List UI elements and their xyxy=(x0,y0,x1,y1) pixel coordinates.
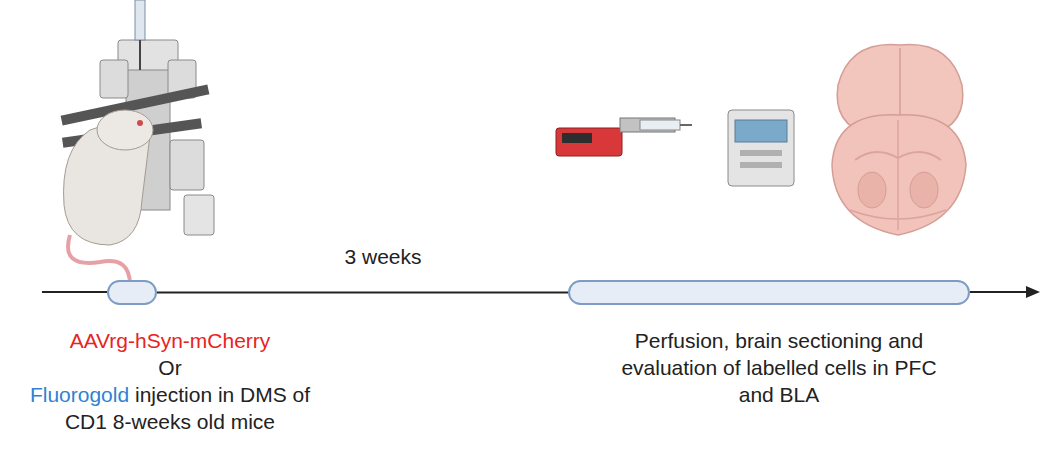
caption-text: Fluorogold xyxy=(30,383,129,406)
timeline-start xyxy=(42,291,107,293)
timeline-end xyxy=(970,291,1030,293)
stage-caption: Perfusion, brain sectioning and evaluati… xyxy=(614,327,944,408)
brain-sections xyxy=(832,45,966,236)
timeline-segment xyxy=(157,292,568,293)
timeline-stage xyxy=(107,280,157,305)
timeline-arrowhead xyxy=(1026,286,1040,298)
stereotaxic-mouse xyxy=(61,0,214,285)
timeline-stage xyxy=(568,280,970,305)
syringe-pump xyxy=(556,118,692,156)
caption-text: Perfusion, brain sectioning and evaluati… xyxy=(621,329,936,406)
caption-text: AAVrg-hSyn-mCherry xyxy=(70,329,271,352)
caption-text: Or xyxy=(158,356,181,379)
duration-label: 3 weeks xyxy=(344,243,421,270)
stage-caption: AAVrg-hSyn-mCherryOrFluorogoldinjection … xyxy=(20,327,320,435)
cryostat xyxy=(728,110,794,186)
